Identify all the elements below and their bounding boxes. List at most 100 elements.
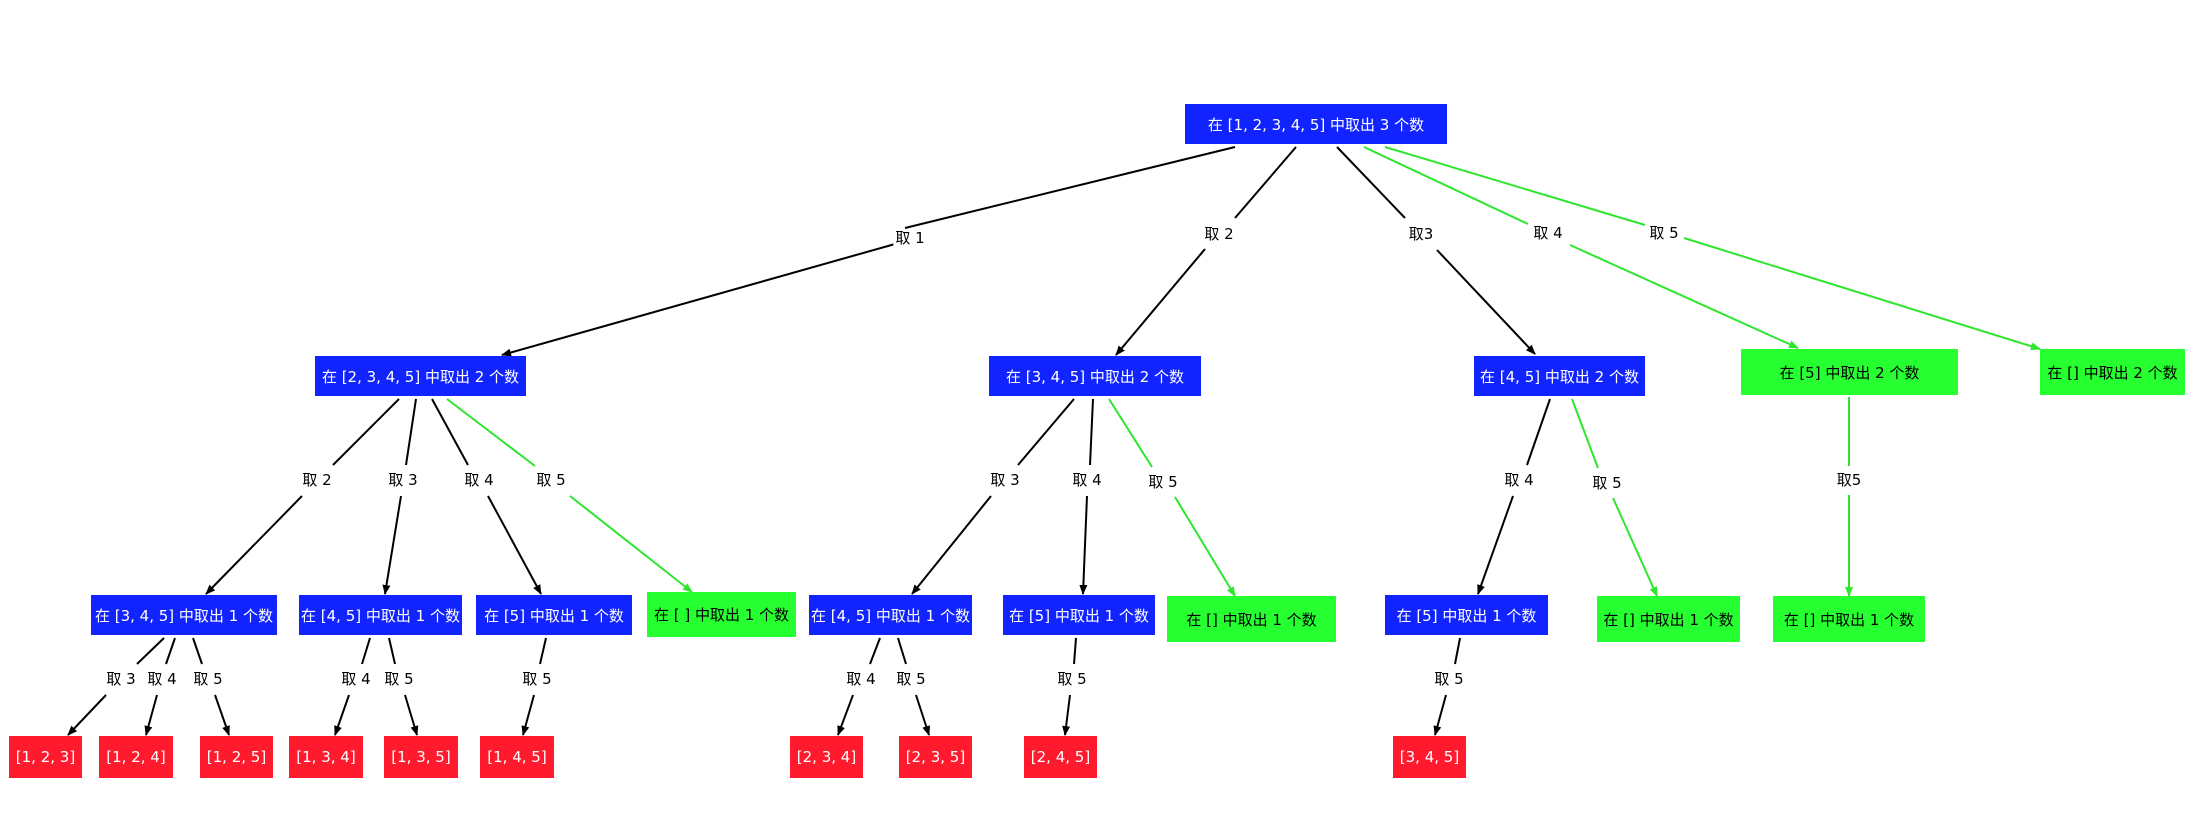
edge-c345-take5-a	[192, 637, 203, 665]
node-c-345: 在 [3, 4, 5] 中取出 1 个数	[91, 595, 277, 635]
node-5-a: 在 [5] 中取出 2 个数	[1741, 349, 1958, 395]
edge-label-m3b-take-5: 取 5	[1055, 670, 1089, 688]
edge-root-take5-a	[1384, 146, 1646, 226]
leaf-135: [1, 3, 5]	[384, 736, 458, 778]
edge-2345-take5-b	[569, 495, 693, 593]
edge-root-take1-a	[904, 146, 1236, 229]
edge-label-l3c-take-5: 取 5	[520, 670, 554, 688]
edge-root-take2-b	[1115, 248, 1206, 356]
edge-2345-take4-b	[487, 495, 542, 595]
edge-c5a-take5-a	[539, 637, 547, 665]
leaf-145: [1, 4, 5]	[480, 736, 554, 778]
edge-2345-take4-a	[431, 398, 469, 466]
edge-45-take4-a	[1526, 398, 1551, 466]
edge-label-l3-take-3: 取 3	[104, 670, 138, 688]
edge-label-m3-take-5: 取 5	[894, 670, 928, 688]
edge-label-r2-take-5: 取 5	[1590, 474, 1624, 492]
node-c-empty-c: 在 [] 中取出 1 个数	[1597, 596, 1740, 642]
leaf-134: [1, 3, 4]	[289, 736, 363, 778]
edge-label-take-5: 取 5	[1647, 224, 1681, 242]
edge-345-take4-b	[1079, 495, 1088, 595]
node-c-5-a: 在 [5] 中取出 1 个数	[476, 595, 632, 635]
edge-2345-take5-a	[446, 398, 536, 467]
leaf-345: [3, 4, 5]	[1393, 736, 1466, 778]
node-c-45-a: 在 [4, 5] 中取出 1 个数	[299, 595, 462, 635]
edge-345-take3-a	[1017, 398, 1075, 466]
edge-c45b-take4-a	[869, 637, 881, 665]
edge-c345-take5-b	[214, 694, 230, 736]
edge-label-r2-take-4: 取 4	[1502, 471, 1536, 489]
node-c-45-b: 在 [4, 5] 中取出 1 个数	[809, 595, 972, 635]
node-c-empty-a: 在 [ ] 中取出 1 个数	[647, 592, 796, 637]
edge-root-take4-a	[1363, 146, 1529, 225]
edge-label-l2-take-5: 取 5	[534, 471, 568, 489]
edge-c45a-take5-b	[404, 694, 419, 736]
edge-label-m3-take-4: 取 4	[844, 670, 878, 688]
edge-2345-take2-b	[205, 495, 303, 595]
edge-label-m2-take-3: 取 3	[988, 471, 1022, 489]
edge-label-take-4: 取 4	[1531, 224, 1565, 242]
node-45: 在 [4, 5] 中取出 2 个数	[1474, 356, 1645, 396]
node-c-5-b: 在 [5] 中取出 1 个数	[1003, 595, 1155, 635]
edge-label-take-2: 取 2	[1202, 225, 1236, 243]
edge-label-l2-take-2: 取 2	[300, 471, 334, 489]
leaf-123: [1, 2, 3]	[9, 736, 82, 778]
leaf-124: [1, 2, 4]	[99, 736, 173, 778]
edge-label-l3-take-5: 取 5	[191, 670, 225, 688]
leaf-235: [2, 3, 5]	[899, 736, 972, 778]
edge-label-take-3: 取3	[1406, 225, 1436, 243]
edge-c5c-take5-b	[1433, 694, 1447, 736]
edge-label-l2-take-3: 取 3	[386, 471, 420, 489]
edge-c45a-take5-a	[388, 637, 396, 665]
edge-label-r3-take-5: 取 5	[1432, 670, 1466, 688]
edge-c5b-take5-b	[1062, 694, 1071, 736]
edge-c5a-take5-b	[521, 694, 535, 736]
edge-345-take4-a	[1089, 398, 1094, 466]
leaf-125: [1, 2, 5]	[200, 736, 273, 778]
edge-c345-take3-b	[67, 694, 107, 736]
edge-45-take5-b	[1612, 497, 1658, 597]
edge-c45a-take4-b	[334, 694, 350, 736]
edge-label-m2-take-5: 取 5	[1146, 473, 1180, 491]
edge-345-take5-b	[1174, 496, 1236, 597]
edge-label-m2-take-4: 取 4	[1070, 471, 1104, 489]
edge-label-l3-take-4: 取 4	[145, 670, 179, 688]
edge-45-take5-a	[1571, 398, 1599, 469]
edge-c45b-take5-a	[897, 637, 907, 665]
leaf-234: [2, 3, 4]	[790, 736, 863, 778]
edge-c5b-take5-a	[1073, 637, 1077, 665]
edge-2345-take3-b	[382, 495, 402, 595]
edge-45-take4-b	[1477, 495, 1514, 595]
edge-label-l3b-take-4: 取 4	[339, 670, 373, 688]
edge-root-take2-a	[1234, 146, 1297, 219]
edge-345-take3-b	[911, 495, 992, 595]
edge-root-take3-b	[1436, 249, 1536, 355]
node-c-empty-d: 在 [] 中取出 1 个数	[1773, 596, 1925, 642]
edge-c45b-take4-b	[837, 694, 854, 736]
node-345: 在 [3, 4, 5] 中取出 2 个数	[989, 356, 1201, 396]
edge-c345-take4-a	[165, 637, 176, 665]
edge-label-l3b-take-5: 取 5	[382, 670, 416, 688]
node-c-empty-b: 在 [] 中取出 1 个数	[1167, 596, 1336, 642]
edge-label-take-1: 取 1	[893, 229, 927, 247]
edge-c45a-take4-a	[361, 637, 371, 665]
node-2345: 在 [2, 3, 4, 5] 中取出 2 个数	[315, 356, 526, 396]
edge-label-g2-take-5: 取5	[1834, 471, 1864, 489]
node-root: 在 [1, 2, 3, 4, 5] 中取出 3 个数	[1185, 104, 1447, 144]
edge-c45b-take5-b	[915, 694, 931, 736]
edge-c345-take4-b	[144, 694, 158, 736]
edge-label-l2-take-4: 取 4	[462, 471, 496, 489]
edge-c345-take3-a	[136, 637, 165, 665]
edge-2345-take3-a	[405, 398, 417, 466]
edge-root-take4-b	[1569, 244, 1799, 349]
edge-345-take5-a	[1108, 398, 1153, 468]
edge-root-take1-b	[501, 243, 896, 357]
edge-root-take5-b	[1683, 237, 2041, 351]
node-empty-a: 在 [] 中取出 2 个数	[2040, 349, 2185, 395]
leaf-245: [2, 4, 5]	[1024, 736, 1097, 778]
node-c-5-c: 在 [5] 中取出 1 个数	[1385, 595, 1548, 635]
edge-c5c-take5-a	[1454, 637, 1461, 665]
edge-2345-take2-a	[332, 398, 400, 466]
